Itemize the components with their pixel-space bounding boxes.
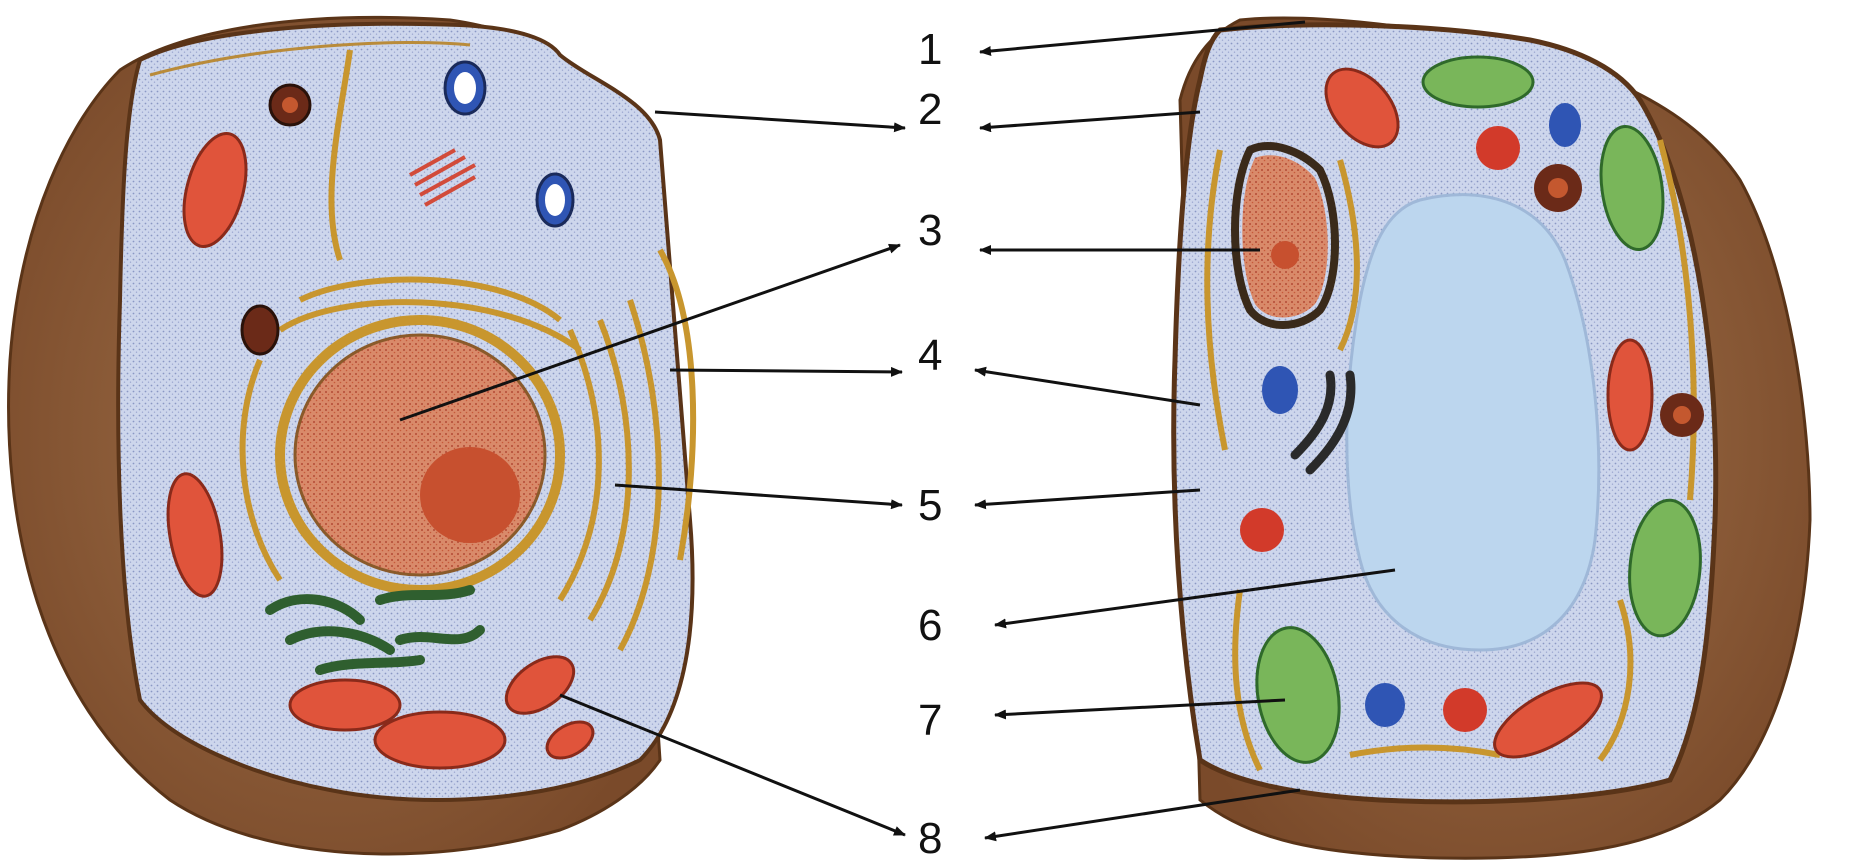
label-3: 3 (918, 206, 942, 255)
arrow-2-left (655, 112, 905, 128)
label-8: 8 (918, 814, 942, 863)
arrow-2-right (980, 112, 1200, 128)
arrow-4-left (670, 370, 902, 372)
label-7: 7 (918, 696, 942, 745)
animal-nucleolus (420, 447, 520, 543)
label-numbers: 1 2 3 4 5 6 7 8 (918, 25, 942, 863)
arrow-5-right (975, 490, 1200, 505)
label-6: 6 (918, 601, 942, 650)
animal-cell (9, 17, 694, 854)
label-1: 1 (918, 25, 942, 74)
label-2: 2 (918, 85, 942, 134)
arrow-4-right (975, 370, 1200, 405)
label-4: 4 (918, 331, 942, 380)
plant-vacuole (1347, 195, 1599, 650)
plant-cell (1174, 18, 1810, 858)
animal-nucleus (280, 320, 560, 590)
label-5: 5 (918, 481, 942, 530)
plant-nucleolus (1271, 241, 1299, 269)
